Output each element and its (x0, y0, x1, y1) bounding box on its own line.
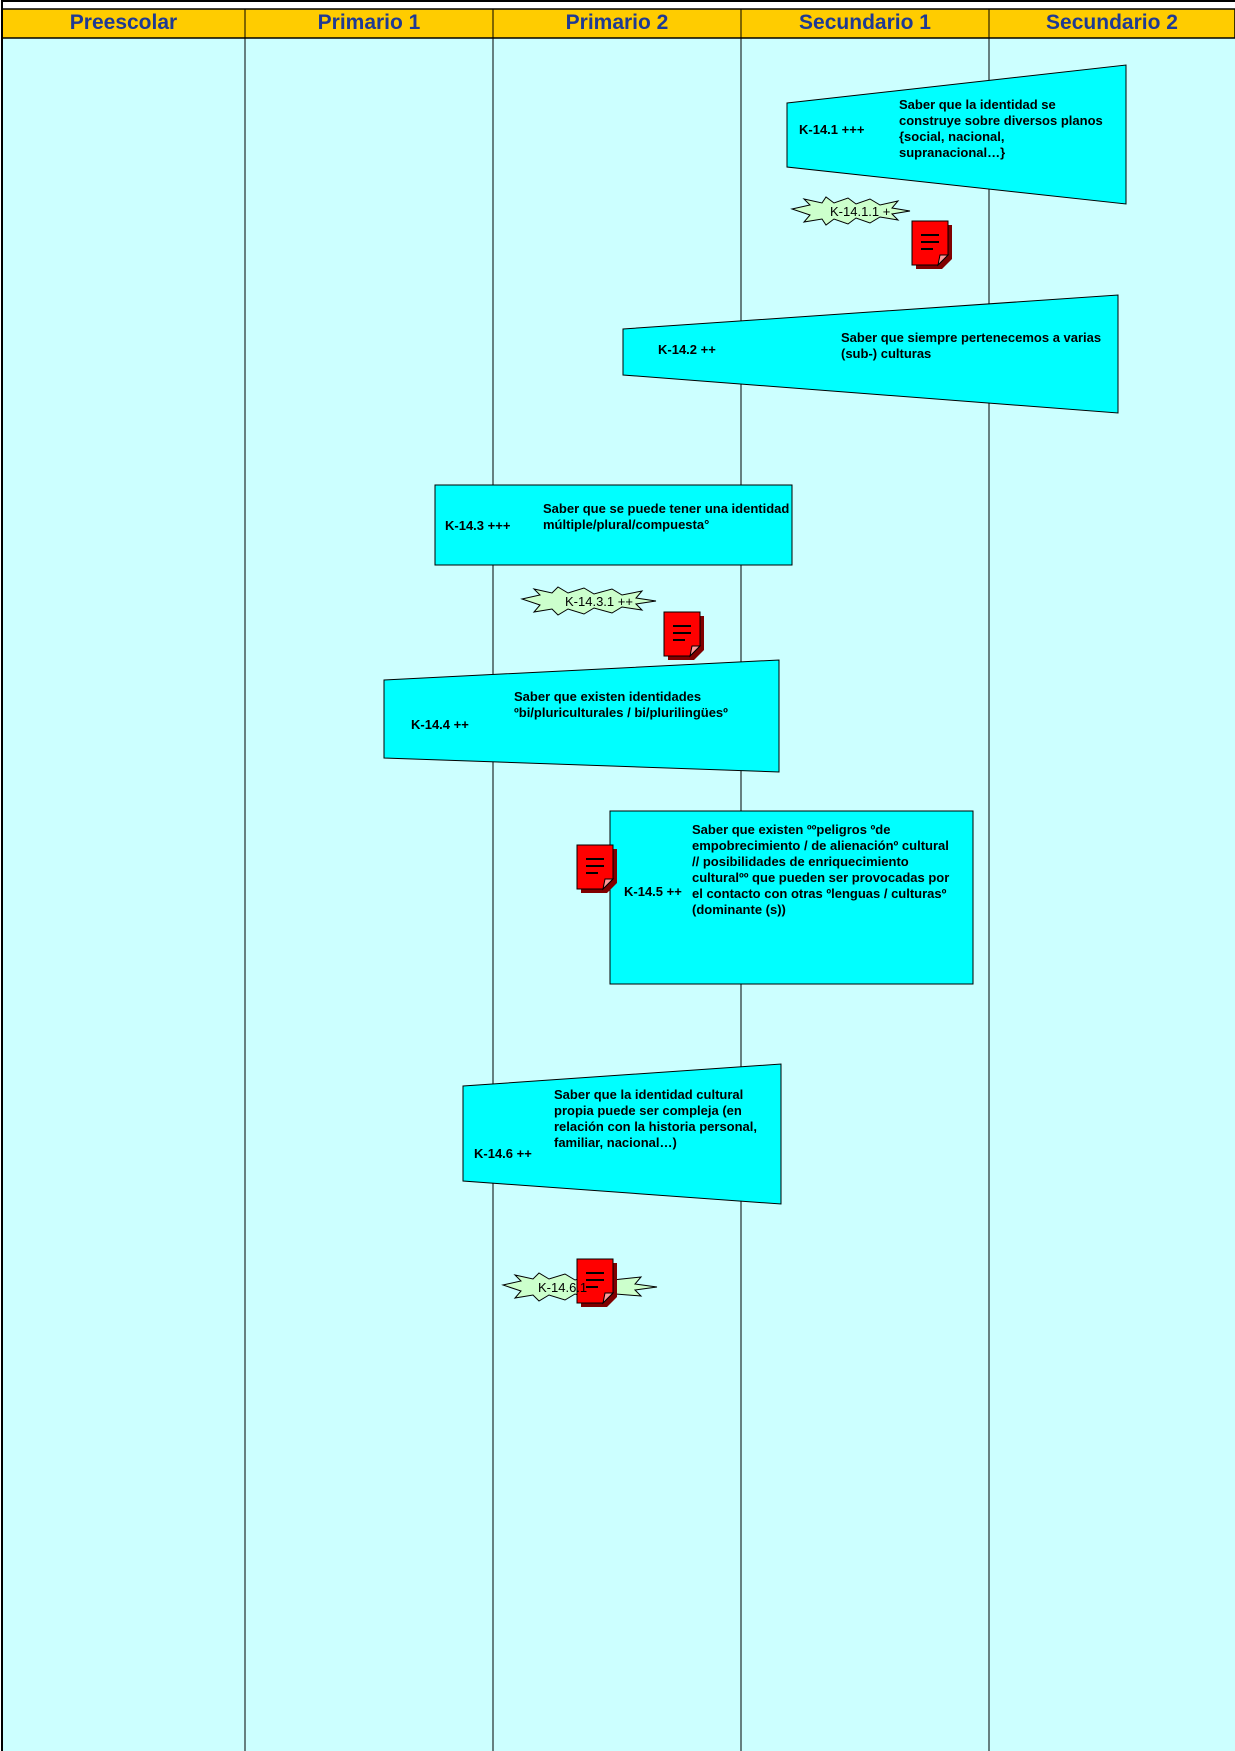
subitem-label: K-14.1.1 + (830, 204, 891, 219)
competence-box-k14-1[interactable] (786, 64, 1127, 205)
competence-code: K-14.4 ++ (411, 717, 469, 732)
competence-code: K-14.2 ++ (658, 342, 716, 357)
column-header-secundario-2: Secundario 2 (1046, 11, 1178, 34)
subitem-label: K-14.3.1 ++ (565, 594, 633, 609)
note-icon[interactable] (576, 844, 617, 893)
competence-text: Saber que la identidad se construye sobr… (899, 97, 1103, 160)
competence-box-k14-2[interactable] (622, 294, 1119, 414)
column-header-preescolar: Preescolar (69, 11, 178, 34)
competence-text: Saber que la identidad cultural propia p… (554, 1087, 758, 1150)
note-icon[interactable] (663, 611, 704, 660)
competence-text: Saber que siempre pertenecemos a varias … (841, 330, 1102, 361)
competence-code: K-14.1 +++ (799, 122, 865, 137)
header-bar (1, 8, 1235, 39)
note-icon[interactable] (576, 1258, 617, 1307)
competence-code: K-14.6 ++ (474, 1146, 532, 1161)
competence-text: Saber que existen ººpeligros ºde empobre… (692, 822, 950, 917)
column-header-primario-2: Primario 2 (565, 11, 669, 34)
competence-box-k14-3[interactable] (434, 484, 793, 566)
competence-box-k14-5[interactable] (609, 810, 974, 985)
competence-box-k14-6[interactable] (462, 1063, 782, 1205)
competence-code: K-14.5 ++ (624, 884, 682, 899)
subitem-star-k14-3-1[interactable] (520, 586, 657, 616)
column-header-primario-1: Primario 1 (317, 11, 421, 34)
subitem-star-k14-1-1[interactable] (790, 196, 911, 226)
competence-box-k14-4[interactable] (383, 659, 780, 773)
competence-code: K-14.3 +++ (445, 518, 511, 533)
column-header-secundario-1: Secundario 1 (799, 11, 931, 34)
subitem-label: K-14.6.1 (538, 1280, 588, 1295)
competence-text: Saber que se puede tener una identidad m… (543, 501, 790, 532)
note-icon[interactable] (911, 220, 952, 269)
competence-text: Saber que existen identidades ºbi/pluric… (514, 689, 728, 720)
